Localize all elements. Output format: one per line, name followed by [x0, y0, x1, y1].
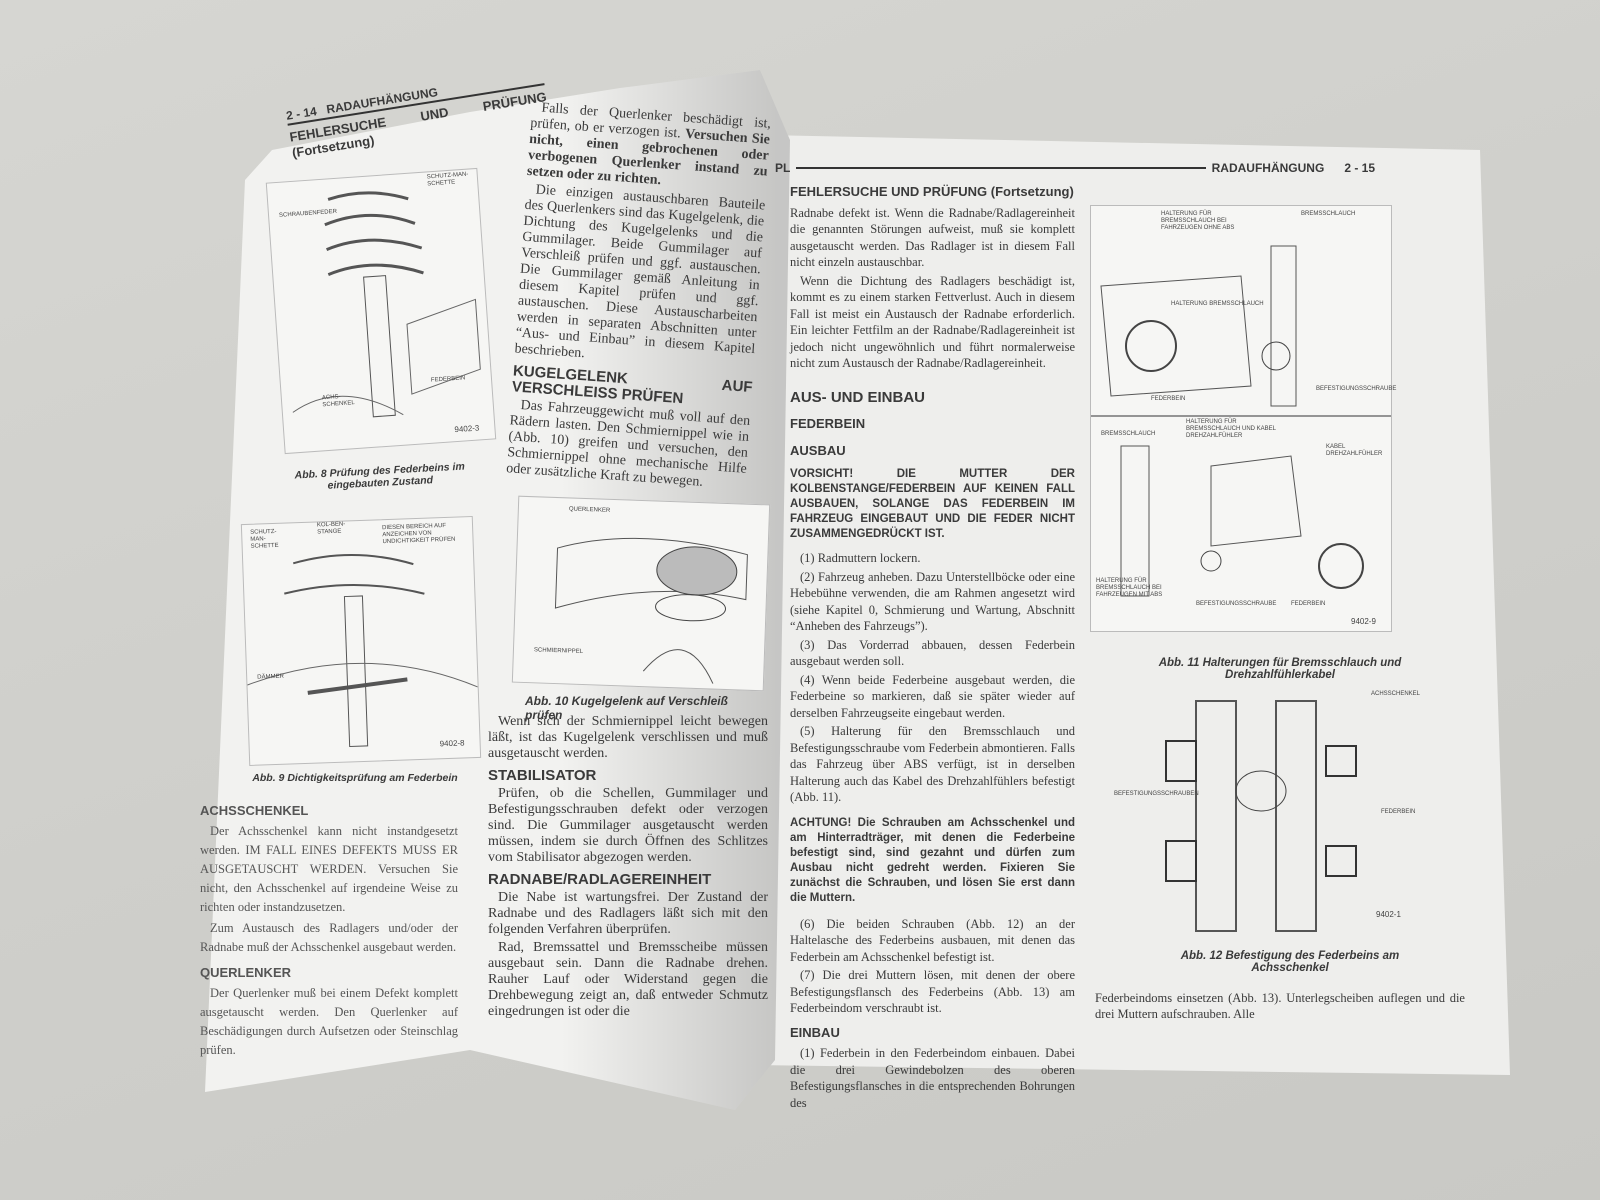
figure-label: ACHS-SCHENKEL: [321, 394, 355, 409]
heading-ausbau: AUSBAU: [790, 442, 846, 458]
figure-label: FEDERBEIN: [1381, 809, 1416, 815]
figure-label: ACHSSCHENKEL: [1371, 691, 1421, 697]
figure-8-strut-inspection: SCHUTZ-MAN-SCHETTE SCHRAUBENFEDER ACHS-S…: [265, 167, 497, 455]
strut-leak-illustration: [247, 553, 478, 747]
figure-label: KABEL DREHZAHLFÜHLER: [1326, 444, 1383, 457]
heading-stabilisator: STABILISATOR: [488, 767, 597, 784]
header-label: PL: [775, 161, 791, 175]
heading-aus-einbau: AUS- UND EINBAU: [790, 388, 925, 406]
paragraph: Wenn die Dichtung des Radlagers beschädi…: [790, 273, 1075, 371]
figure-10-caption: Abb. 10 Kugelgelenk auf Verschleiß prüfe…: [525, 694, 728, 722]
figure-9-leak-test: SCHUTZ-MAN-SCHETTE KOL-BEN-STANGE DIESEN…: [240, 516, 482, 766]
attention-notice: ACHTUNG! Die Schrauben am Achsschenkel u…: [790, 816, 1075, 904]
brake-hose-illustration: [1091, 245, 1391, 597]
left-column-1-text: ACHSSCHENKEL Der Achsschenkel kann nicht…: [200, 795, 458, 1062]
header-rule: [796, 167, 1206, 169]
paragraph: Das Fahrzeuggewicht muß voll auf den Räd…: [505, 397, 751, 490]
step: (5) Halterung für den Bremsschlauch und …: [790, 724, 1075, 804]
figure-label: HALTERUNG FÜR BREMSSCHLAUCH BEI FAHRZEUG…: [1096, 578, 1163, 598]
heading-federbein: FEDERBEIN: [790, 416, 866, 431]
figure-label: DIESEN BEREICH AUF ANZEICHEN VON UNDICHT…: [381, 522, 456, 546]
page-number: 2 - 15: [1344, 161, 1375, 175]
left-column-2-top: Falls der Querlenker beschädigt ist, prü…: [505, 100, 772, 496]
step: (3) Das Vorderrad abbauen, dessen Federb…: [790, 637, 1075, 669]
paragraph: Die Nabe ist wartungsfrei. Der Zustand d…: [488, 890, 768, 937]
heading-einbau: EINBAU: [790, 1024, 840, 1040]
right-header: PL RADAUFHÄNGUNG 2 - 15: [775, 160, 1375, 176]
paragraph: Wenn sich der Schmiernippel leicht beweg…: [488, 714, 768, 761]
ball-joint-illustration: [554, 537, 748, 684]
heading-radnabe: RADNABE/RADLAGEREINHEIT: [488, 871, 712, 888]
figure-label: HALTERUNG FÜR BREMSSCHLAUCH BEI FAHRZEUG…: [1161, 211, 1235, 231]
figure-label: BEFESTIGUNGSSCHRAUBEN: [1114, 791, 1199, 797]
figure-11-caption: Abb. 11 Halterungen für Bremsschlauch un…: [1158, 657, 1402, 681]
figure-label: HALTERUNG FÜR BREMSSCHLAUCH UND KABEL DR…: [1186, 419, 1276, 439]
caution-notice: VORSICHT! DIE MUTTER DER KOLBENSTANGE/FE…: [790, 468, 1075, 540]
figure-label: BREMSSCHLAUCH: [1101, 431, 1156, 437]
figure-12-caption: Abb. 12 Befestigung des Federbeins am Ac…: [1180, 950, 1400, 974]
figure-label: KOL-BEN-STANGE: [316, 521, 346, 536]
paragraph: Rad, Bremssattel und Bremsscheibe müssen…: [488, 940, 768, 1019]
paragraph: Federbeindoms einsetzen (Abb. 13). Unter…: [1095, 991, 1465, 1021]
paragraph: Radnabe defekt ist. Wenn die Radnabe/Rad…: [790, 205, 1075, 270]
step: (2) Fahrzeug anheben. Dazu Unterstellböc…: [790, 569, 1075, 634]
step: (1) Federbein in den Federbeindom einbau…: [790, 1046, 1075, 1110]
left-column-2-bottom: Wenn sich der Schmiernippel leicht beweg…: [488, 714, 768, 1022]
figure-label: QUERLENKER: [568, 506, 611, 514]
figure-label: FEDERBEIN: [1291, 601, 1326, 607]
figure-code: 9402-9: [1351, 617, 1376, 626]
figure-9-caption: Abb. 9 Dichtigkeitsprüfung am Federbein: [252, 772, 458, 784]
figure-label: BREMSSCHLAUCH: [1301, 211, 1356, 217]
paragraph: Zum Austausch des Radlagers und/oder der…: [200, 921, 458, 954]
figure-code: 9402-3: [454, 423, 480, 435]
step: (7) Die drei Muttern lösen, mit denen de…: [790, 968, 1075, 1015]
figure-label: BEFESTIGUNGSSCHRAUBE: [1316, 386, 1397, 392]
paragraph: Der Querlenker muß bei einem Defekt komp…: [200, 986, 458, 1057]
paragraph: Der Achsschenkel kann nicht instandgeset…: [200, 824, 458, 914]
paragraph: Prüfen, ob die Schellen, Gummilager und …: [488, 786, 768, 865]
heading-achsschenkel: ACHSSCHENKEL: [200, 803, 309, 818]
figure-label: SCHUTZ-MAN-SCHETTE: [250, 528, 279, 550]
step: (6) Die beiden Schrauben (Abb. 12) an de…: [790, 916, 1075, 964]
figure-label: BEFESTIGUNGSSCHRAUBE: [1196, 601, 1277, 607]
strut-illustration: [292, 191, 481, 418]
figure-10-ball-joint: QUERLENKER SCHMIERNIPPEL: [511, 495, 771, 692]
section-title: FEHLERSUCHE UND PRÜFUNG (Fortsetzung): [790, 184, 1074, 199]
figure-label: FEDERBEIN: [1151, 396, 1186, 402]
figure-label: HALTERUNG BREMSSCHLAUCH: [1171, 301, 1264, 307]
figure-code: 9402-8: [439, 738, 465, 749]
heading-querlenker: QUERLENKER: [200, 965, 292, 980]
step: (4) Wenn beide Federbeine ausgebaut werd…: [790, 672, 1075, 720]
figure-label: DÄMMER: [257, 673, 284, 681]
figure-11-brake-hose-brackets: HALTERUNG FÜR BREMSSCHLAUCH BEI FAHRZEUG…: [1090, 205, 1396, 632]
chapter-title: RADAUFHÄNGUNG: [1211, 161, 1325, 175]
right-column-1: FEHLERSUCHE UND PRÜFUNG (Fortsetzung) Ra…: [790, 180, 1075, 1113]
right-column-2-text: Federbeindoms einsetzen (Abb. 13). Unter…: [1095, 990, 1465, 1024]
figure-code: 9402-1: [1376, 910, 1401, 919]
step: (1) Radmuttern lockern.: [800, 551, 921, 565]
strut-mounting-illustration: [1165, 700, 1357, 932]
figure-12-strut-mounting: ACHSSCHENKEL BEFESTIGUNGSSCHRAUBEN FEDER…: [1114, 690, 1427, 947]
paragraph: Die einzigen austauschbaren Bauteile des…: [514, 182, 766, 362]
